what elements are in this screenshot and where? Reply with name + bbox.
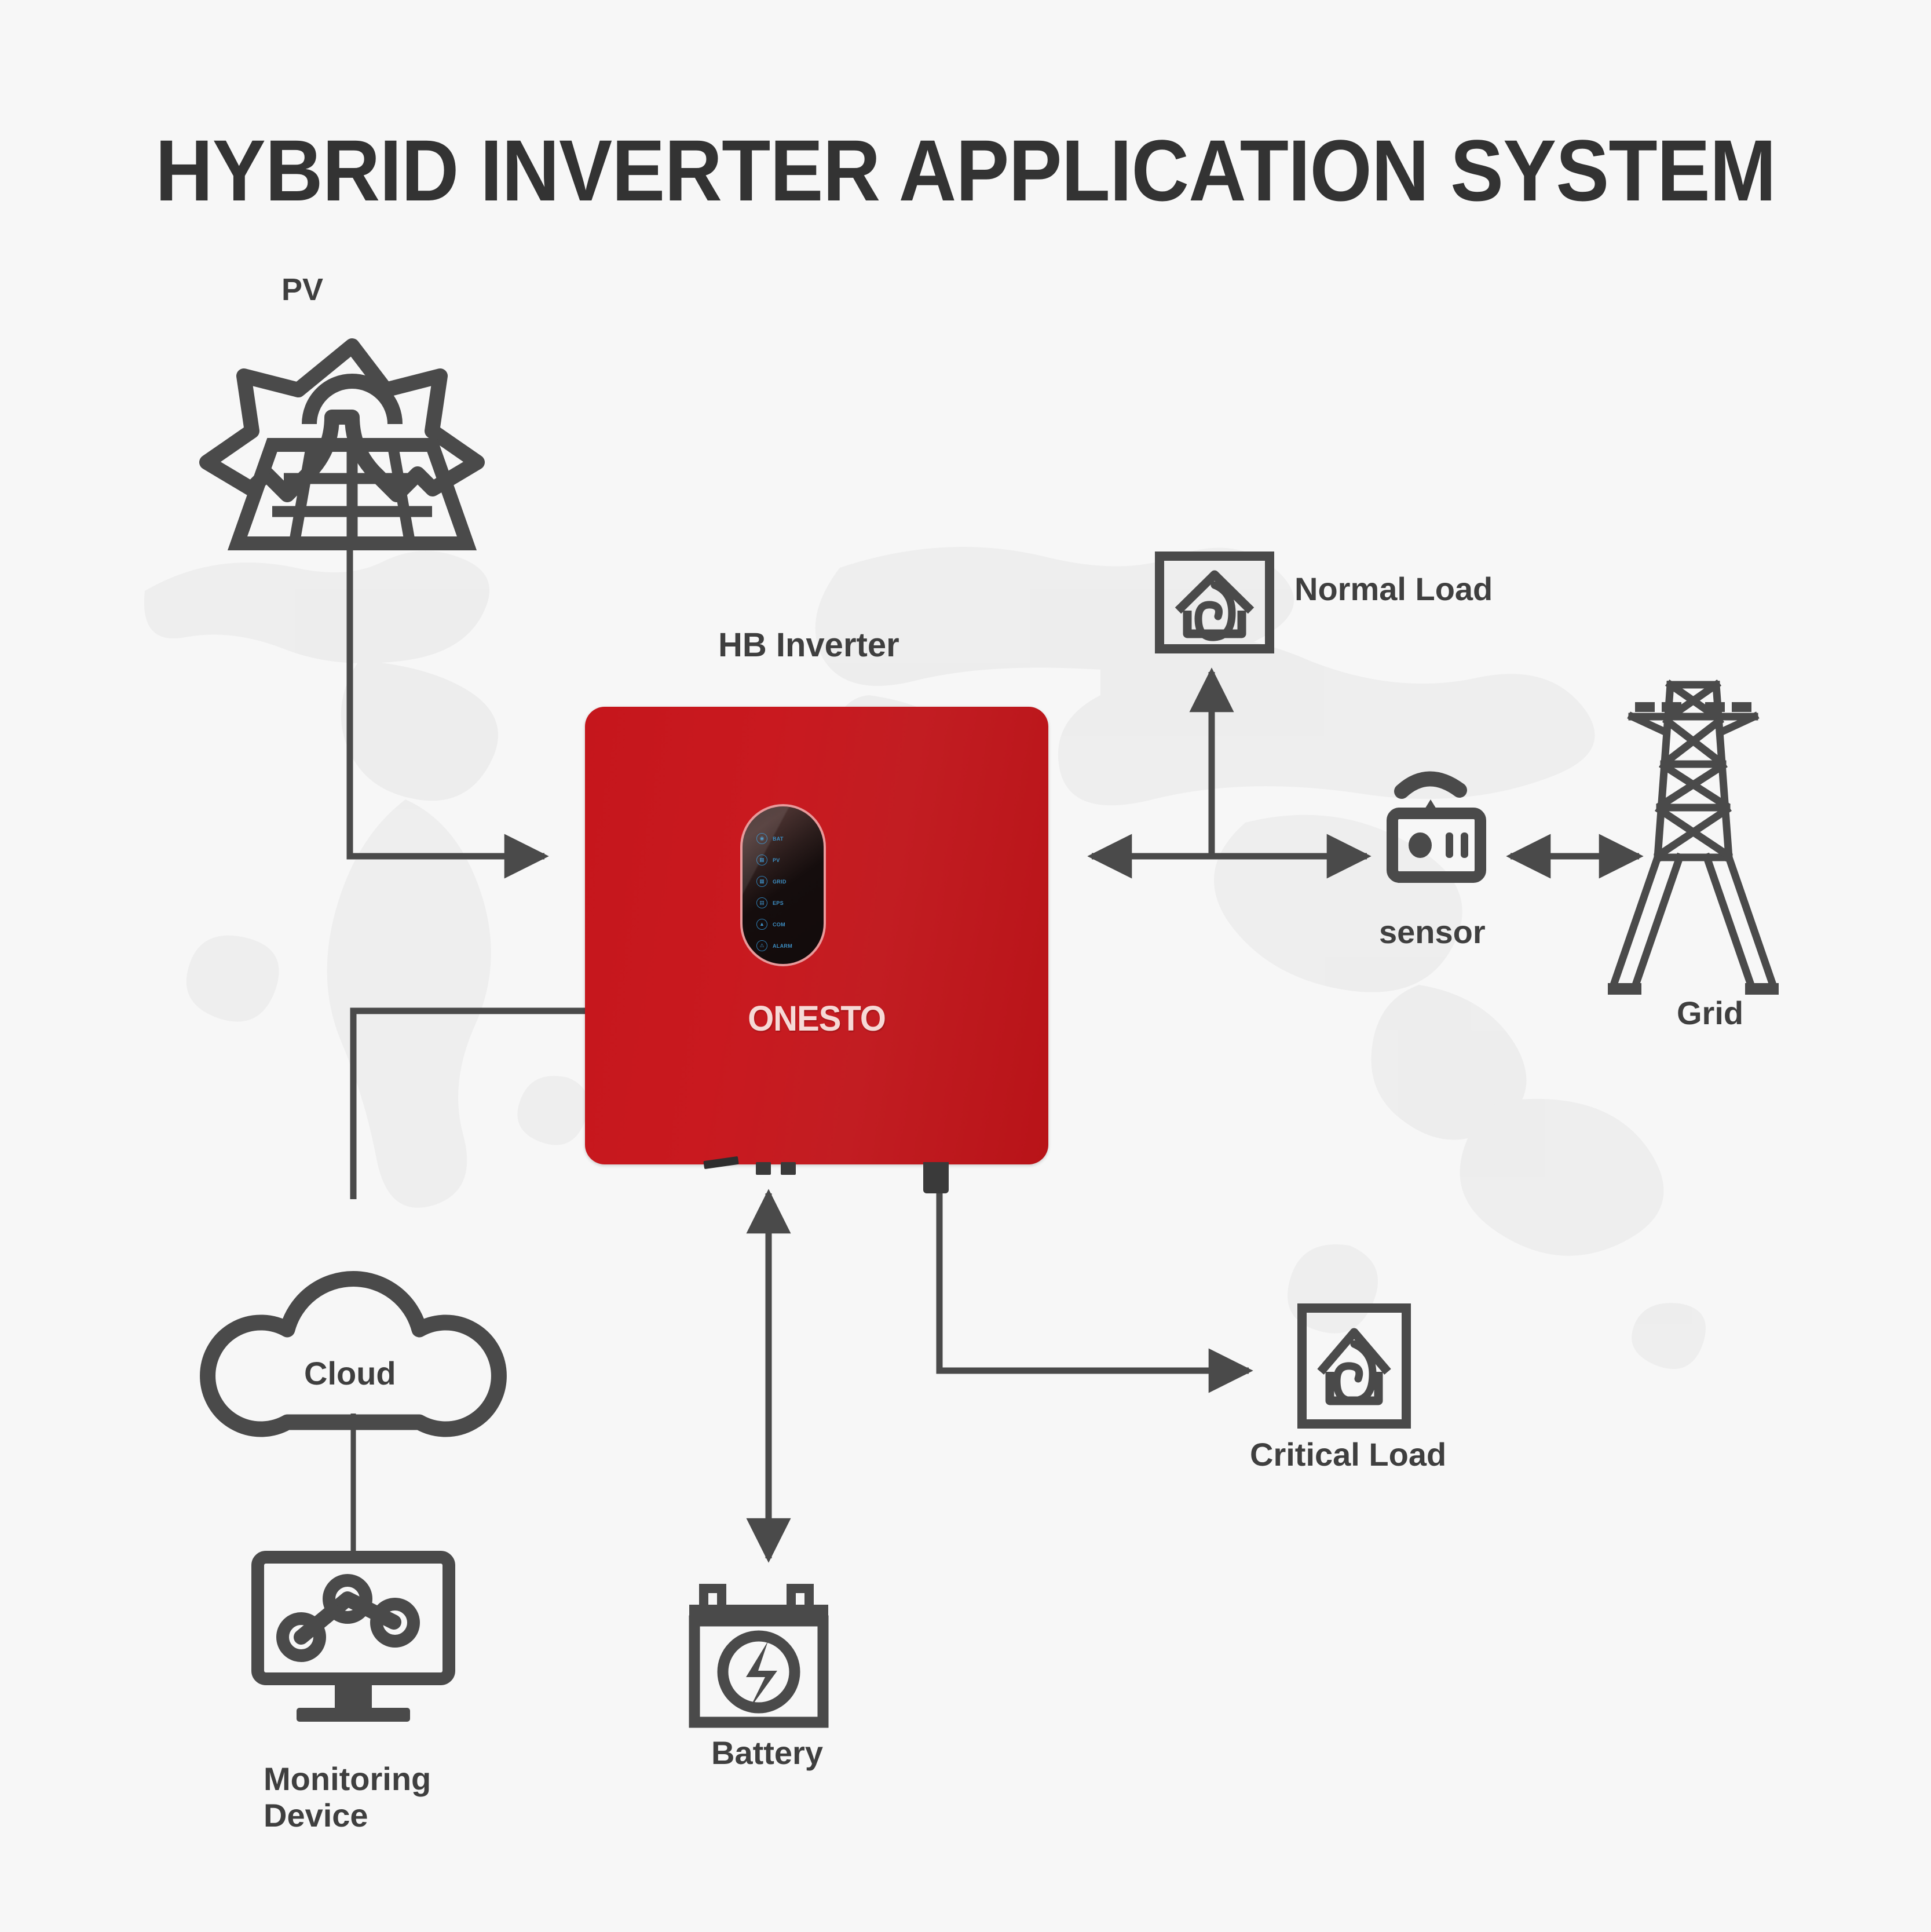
- solar-panel-icon: [199, 338, 485, 550]
- sensor-meter-icon: [1387, 771, 1486, 883]
- monitoring-device-label: Monitoring Device: [264, 1761, 431, 1834]
- normal-load-label: Normal Load: [1294, 571, 1493, 607]
- inverter-display-panel[interactable]: ◉ BAT ▦ PV ▦ GRID ▤ EPS ▲ COM ⚠ ALARM: [740, 804, 826, 966]
- pv-label: PV: [281, 272, 324, 307]
- led-row-com: ▲ COM: [756, 919, 785, 930]
- hybrid-inverter-body[interactable]: ◉ BAT ▦ PV ▦ GRID ▤ EPS ▲ COM ⚠ ALARM: [585, 707, 1048, 1193]
- grid-indicator-icon: ▦: [756, 876, 767, 887]
- house-load-icon: [1297, 1303, 1411, 1429]
- battery-icon: [689, 1584, 829, 1728]
- critical-load-label: Critical Load: [1250, 1436, 1447, 1473]
- com-indicator-icon: ▲: [756, 919, 767, 930]
- battery-label: Battery: [711, 1734, 823, 1771]
- line-inverter-to-critical-load: [936, 1190, 1253, 1393]
- cloud-icon: [200, 1271, 507, 1437]
- monitor-chart-icon: [251, 1551, 455, 1722]
- led-row-grid: ▦ GRID: [756, 876, 787, 887]
- transmission-tower-icon: [1608, 679, 1779, 995]
- line-pv-to-inverter: [346, 545, 549, 879]
- inverter-connector-dc-b: [781, 1162, 796, 1175]
- line-inverter-to-cloud: [350, 1007, 585, 1199]
- led-row-bat: ◉ BAT: [756, 833, 784, 844]
- alarm-indicator-icon: ⚠: [756, 940, 767, 951]
- led-row-eps: ▤ EPS: [756, 897, 784, 908]
- onesto-brand-logo: ONESTO: [748, 999, 886, 1039]
- pv-indicator-icon: ▦: [756, 854, 767, 865]
- inverter-connector-dc-a: [756, 1162, 771, 1175]
- house-load-icon: [1155, 552, 1274, 653]
- cloud-label: Cloud: [304, 1355, 396, 1392]
- grid-label: Grid: [1677, 995, 1744, 1031]
- inverter-connector-ac: [923, 1162, 949, 1193]
- led-row-alarm: ⚠ ALARM: [756, 940, 792, 951]
- eps-indicator-icon: ▤: [756, 897, 767, 908]
- led-row-pv: ▦ PV: [756, 854, 780, 865]
- inverter-label: HB Inverter: [718, 626, 899, 664]
- sensor-label: sensor: [1379, 914, 1486, 950]
- battery-indicator-icon: ◉: [756, 833, 767, 844]
- page-title: HYBRID INVERTER APPLICATION SYSTEM: [155, 122, 1776, 219]
